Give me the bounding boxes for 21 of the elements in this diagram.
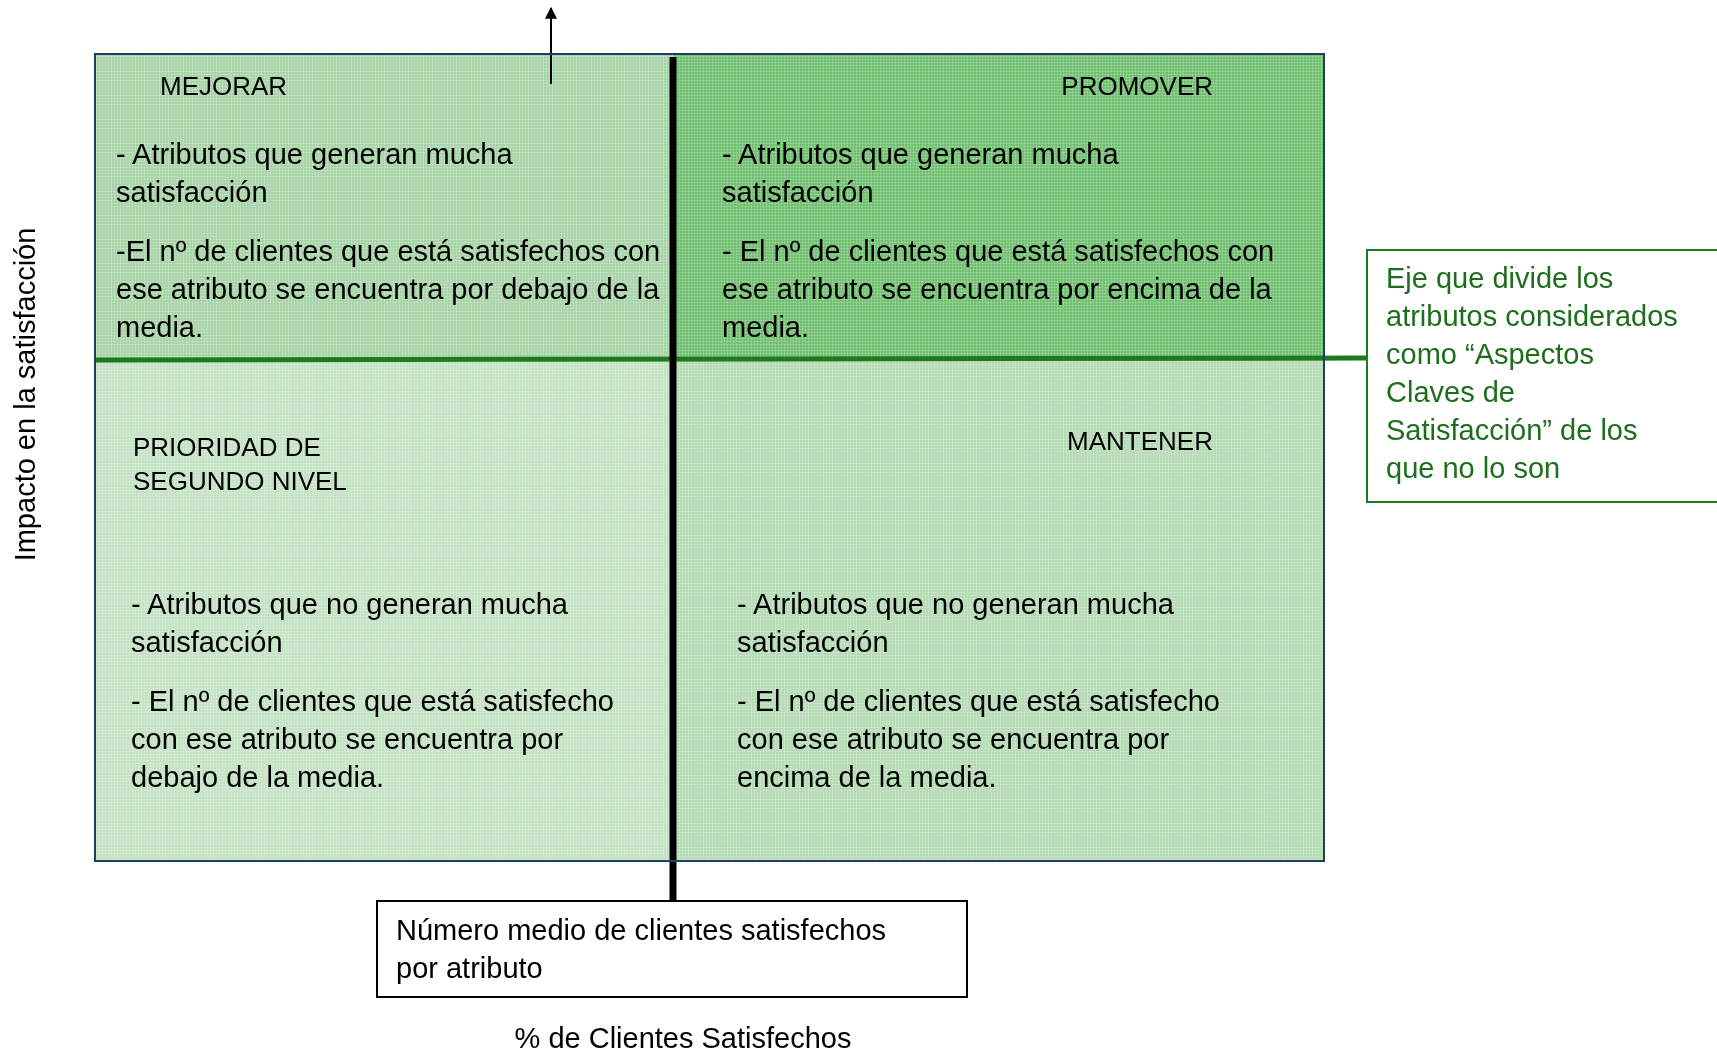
quadrant-panel [673, 55, 1323, 360]
annotation-text: Número medio de clientes satisfechos por atributo [396, 913, 887, 986]
quadrant-title: PROMOVER [1060, 70, 1213, 103]
quadrant-title: MEJORAR [160, 70, 289, 103]
axis-label: % de Clientes Satisfechos [513, 1022, 853, 1054]
bullet-text: - Atributos que no generan mucha satisfacción [737, 587, 1175, 660]
bullet-text: - El nº de clientes que está satisfechos con ese atributo se encuentra por encima de la media. [722, 234, 1276, 345]
quadrant-panel [96, 360, 673, 860]
annotation-box [376, 900, 968, 998]
callout-text: Eje que divide los atributos considerados como “Aspectos Claves de Satisfacción” de los que no lo son [1386, 261, 1679, 486]
bullet-text: -El nº de clientes que está satisfechos con ese atributo se encuentra por debajo de la media. [116, 234, 662, 345]
bullet-text: - Atributos que no generan mucha satisfacción [131, 587, 569, 660]
quadrant-title: PRIORIDAD DE SEGUNDO NIVEL [133, 431, 348, 498]
bullet-text: - Atributos que generan mucha satisfacción [116, 137, 514, 210]
bullet-text: - El nº de clientes que está satisfecho con ese atributo se encuentra por encima de la media. [737, 684, 1221, 795]
quadrant-panel [96, 55, 673, 360]
callout-box [1366, 249, 1717, 503]
bullet-text: - Atributos que generan mucha satisfacción [722, 137, 1120, 210]
axis-label: Impacto en la satisfacción [8, 226, 42, 564]
quadrant-title: MANTENER [1066, 425, 1213, 458]
bullet-text: - El nº de clientes que está satisfecho con ese atributo se encuentra por debajo de la media. [131, 684, 615, 795]
